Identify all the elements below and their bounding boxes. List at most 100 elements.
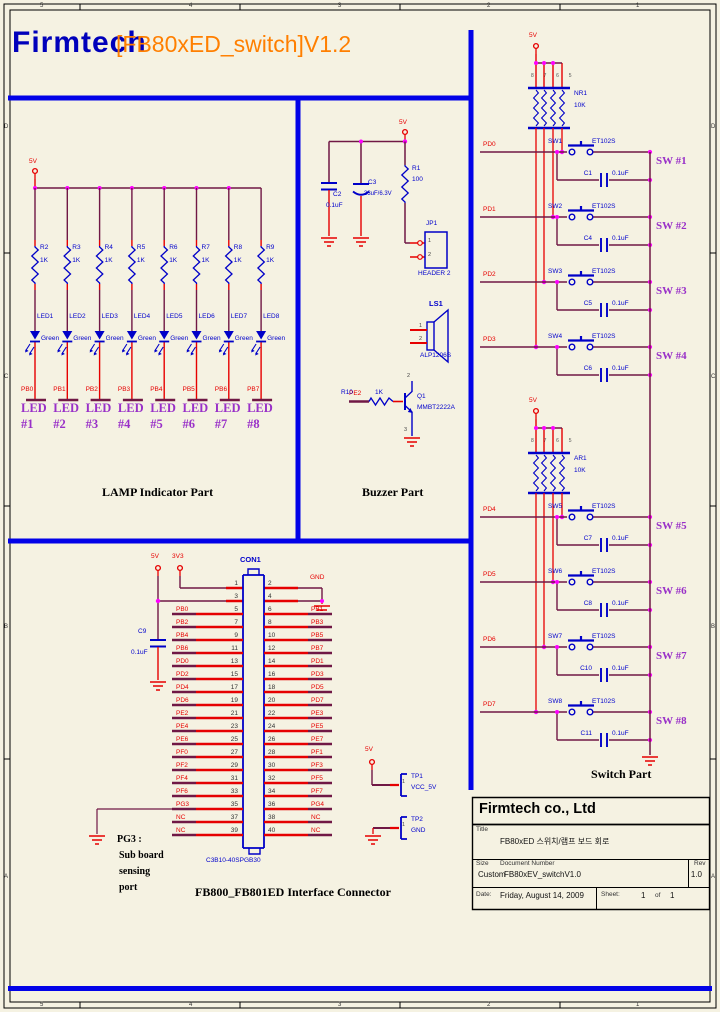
frame-row-label: B	[4, 624, 9, 630]
cap-ref: C2	[333, 191, 342, 198]
led-column: R5 1K LED4 Green PB3 LED #4	[116, 188, 156, 450]
pin-net-right: PB7	[311, 645, 324, 652]
gnd-label: GND	[310, 574, 325, 581]
pin-number: 1	[419, 323, 423, 329]
switch-ref: SW2	[548, 203, 563, 210]
pin-number-right: 38	[268, 814, 276, 821]
transistor-type: MMBT2222A	[417, 404, 455, 411]
led-number: #7	[214, 417, 228, 431]
pin-net-left: PE4	[176, 723, 189, 730]
connector-section-wires	[88, 564, 334, 855]
net-label: PB4	[150, 386, 163, 393]
led-number: #5	[150, 417, 163, 431]
connector-part-number: C3B10-40SPGB30	[206, 857, 261, 864]
pin-net-left: PD2	[176, 671, 189, 678]
resistor-value: 1K	[169, 257, 178, 264]
resistor-ref: R1	[412, 165, 421, 172]
resistor-ref: R2	[40, 244, 49, 251]
led-ref: LED8	[263, 313, 280, 320]
led-color: Green	[137, 335, 156, 342]
title-label: Title	[476, 826, 489, 833]
pin-number-left: 25	[230, 736, 238, 743]
led-column: R8 1K LED7 Green PB6 LED #7	[213, 188, 253, 450]
company-name: Firmtech co., Ltd	[479, 801, 596, 817]
cap-value: 0.1uF	[612, 365, 629, 372]
pin-net-right: PB1	[311, 606, 324, 613]
frame-row-label: D	[711, 124, 716, 130]
pin-number-right: 28	[268, 749, 276, 756]
connector-row: 1 2	[0, 580, 720, 593]
frame-col-label: 5	[40, 3, 44, 9]
cap-value: 0.1uF	[326, 202, 343, 209]
resistor-value: 1K	[266, 257, 275, 264]
speaker-cone	[433, 308, 449, 364]
net-label: PD1	[483, 206, 496, 213]
array-value: 10K	[574, 102, 586, 109]
net-label: PB7	[247, 386, 260, 393]
led-color: Green	[267, 335, 286, 342]
lamp-caption: LAMP Indicator Part	[102, 485, 214, 499]
connector-row: PD6 19 20 PD7	[0, 697, 720, 710]
resistor-value: 1K	[136, 257, 145, 264]
sheet-value: 1	[641, 891, 646, 900]
connector-row: PF4 31 32 PF5	[0, 775, 720, 788]
net-label: PB1	[53, 386, 66, 393]
connector-row: PF0 27 28 PF1	[0, 749, 720, 762]
switch-type: ET102S	[592, 633, 616, 640]
switch-number-label: SW #7	[656, 650, 687, 662]
connector-row: PF2 29 30 PF3	[0, 762, 720, 775]
testpoint-net: GND	[411, 827, 426, 834]
speaker-type: ALP1206S	[420, 352, 452, 359]
pin-net-right: PG4	[311, 801, 325, 808]
pin-number-left: 9	[234, 632, 238, 639]
switch-ref: SW4	[548, 333, 563, 340]
pin-net-left: PF4	[176, 775, 188, 782]
led-column: R3 1K LED2 Green PB1 LED #2	[51, 188, 91, 450]
cap-value: 0.1uF	[612, 170, 629, 177]
sheet-total: 1	[670, 891, 675, 900]
switch-ref: SW1	[548, 138, 563, 145]
connector-row: PG3 35 36 PG4	[0, 801, 720, 814]
resistor-value: 1K	[40, 257, 48, 264]
schematic-version: [FB80xED_switch]V1.2	[116, 31, 352, 57]
pin-number-right: 12	[268, 645, 276, 652]
led-word: LED	[53, 401, 79, 415]
connector-row: NC 39 40 NC	[0, 827, 720, 840]
pin-net-right: PE5	[311, 723, 324, 730]
led-ref: LED5	[166, 313, 183, 320]
pin-net-right: NC	[311, 827, 321, 834]
net-label: PB3	[117, 386, 131, 393]
pin-number-right: 18	[268, 684, 276, 691]
pin-number-right: 24	[268, 723, 276, 730]
connector-row: PF6 33 34 PF7	[0, 788, 720, 801]
testpoint-tp1-body	[400, 773, 407, 797]
resistor-value: 1K	[375, 389, 383, 396]
testpoint-tp2-body	[400, 816, 407, 840]
led-color: Green	[41, 335, 60, 342]
docnum-label: Document Number	[500, 860, 555, 867]
pin-net-right: PF1	[311, 749, 323, 756]
switch-type: ET102S	[592, 698, 616, 705]
switch-section-wires	[480, 44, 659, 766]
cap-ref: C3	[368, 179, 377, 186]
resistor-value: 100	[412, 176, 423, 183]
speaker-ref: LS1	[429, 299, 443, 308]
testpoint-wires	[364, 758, 407, 845]
speaker-body	[426, 321, 435, 351]
rev-label: Rev	[694, 860, 706, 867]
array-ref: NR1	[574, 90, 588, 97]
switch-row: PD0 SW1 ET102S C1 0.1uF SW #1	[470, 136, 720, 200]
led-number: #6	[182, 417, 196, 431]
connector-row: 3 4	[0, 593, 720, 606]
net-label: PD4	[483, 506, 496, 513]
pin-net-left: PF6	[176, 788, 188, 795]
sheet-of-label: of	[655, 892, 661, 899]
pin-number-left: 37	[230, 814, 238, 821]
pin-net-left: PD0	[176, 658, 189, 665]
pin-number-left: 21	[230, 710, 238, 717]
pin-number-left: 27	[230, 749, 238, 756]
switch-type: ET102S	[592, 268, 616, 275]
led-ref: LED6	[198, 313, 215, 320]
led-word: LED	[214, 401, 241, 415]
switch-type: ET102S	[592, 203, 616, 210]
